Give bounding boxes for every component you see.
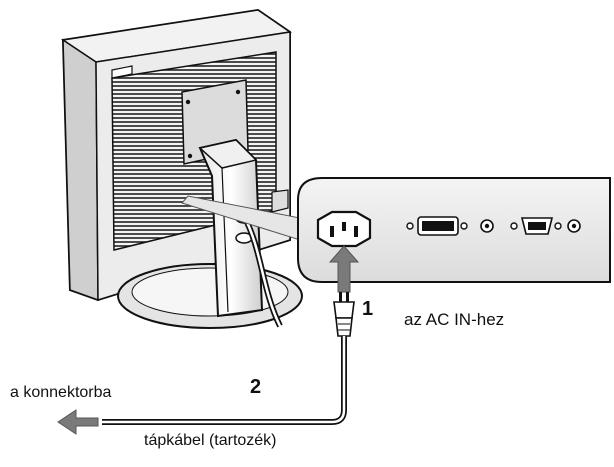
connector-panel bbox=[297, 177, 611, 283]
power-cable bbox=[102, 336, 347, 425]
monitor-stand bbox=[117, 138, 303, 329]
power-plug bbox=[333, 292, 355, 337]
dvi-port-icon bbox=[406, 216, 494, 236]
outlet-arrow-icon bbox=[57, 409, 99, 435]
cable-label: tápkábel (tartozék) bbox=[144, 432, 277, 449]
ac-in-label: az AC IN-hez bbox=[404, 310, 505, 329]
vga-port-icon bbox=[510, 217, 581, 235]
outlet-label: a konnektorba bbox=[10, 384, 112, 401]
ac-in-socket-icon bbox=[316, 210, 372, 248]
step-number-2: 2 bbox=[250, 376, 262, 398]
insert-arrow-icon bbox=[328, 245, 360, 293]
step-number-1: 1 bbox=[362, 298, 374, 320]
